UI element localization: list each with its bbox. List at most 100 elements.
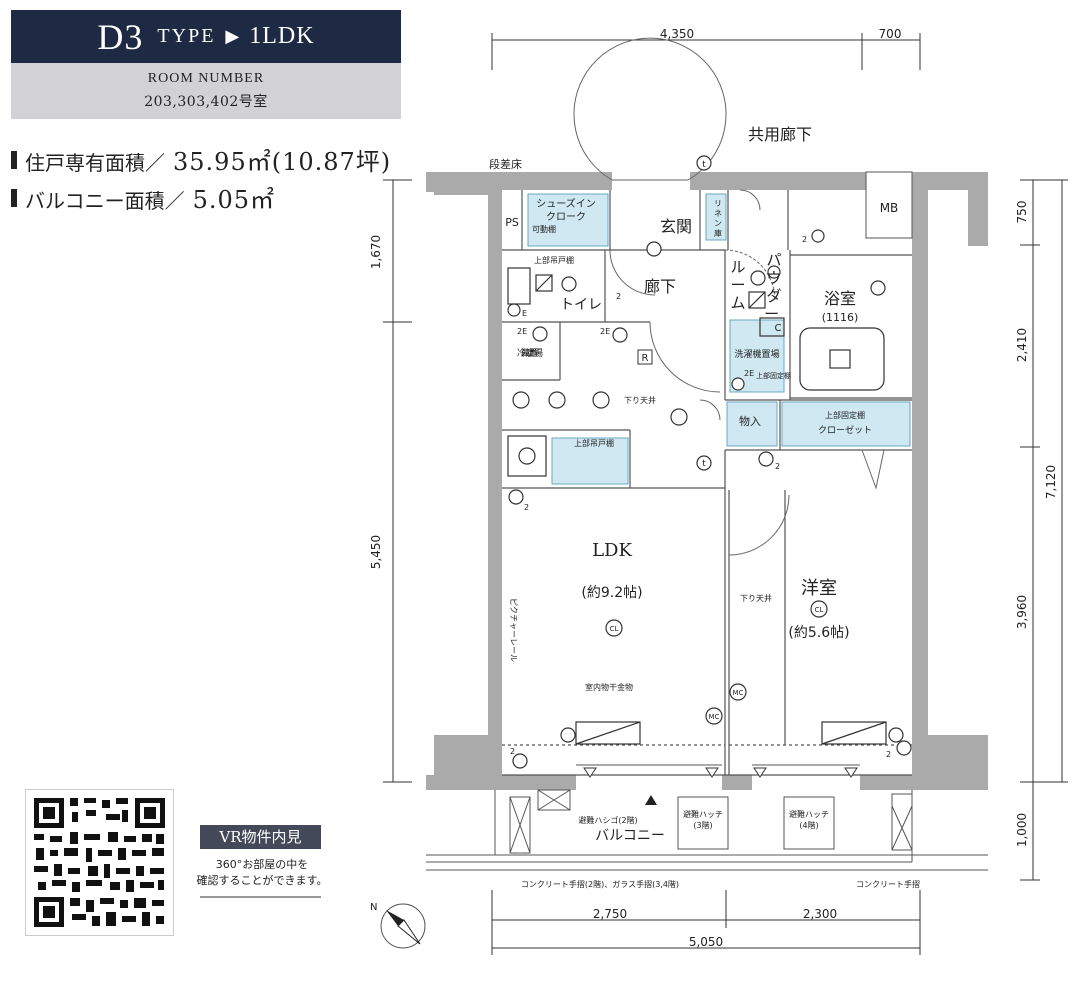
r-box bbox=[637, 349, 653, 365]
mc-symbol: MC bbox=[733, 689, 744, 697]
mb-box bbox=[865, 171, 913, 239]
label-entrance: 玄関 bbox=[660, 217, 692, 236]
north-label: N bbox=[370, 902, 377, 913]
storage-areas bbox=[527, 193, 911, 485]
label-escape-hatch-2: 避難ハッチ bbox=[789, 809, 829, 819]
label-storage: 物入 bbox=[739, 414, 761, 428]
vr-badge[interactable]: VR物件内見 bbox=[200, 825, 321, 849]
label-railing-right: コンクリート手摺 bbox=[856, 879, 920, 889]
north-arrow-icon bbox=[380, 903, 426, 949]
outlet-2: 2 bbox=[616, 292, 621, 301]
label-bath-size: (1116) bbox=[822, 311, 859, 324]
outlet-2: 2 bbox=[775, 462, 780, 471]
symbol-labels: CL CL MC MC t t bbox=[610, 160, 824, 721]
room-number-label: ROOM NUMBER bbox=[147, 71, 265, 86]
balcony-structure bbox=[426, 764, 988, 871]
mc-symbol: MC bbox=[709, 713, 720, 721]
label-upper-fixed: 上部固定棚 bbox=[756, 371, 791, 380]
type-header-bg bbox=[11, 10, 401, 63]
qr-code-image bbox=[34, 798, 165, 927]
c-symbol: C bbox=[775, 323, 782, 334]
label-upper-cabinet: 上部吊戸棚 bbox=[534, 255, 574, 265]
label-hallway: 廊下 bbox=[644, 277, 676, 296]
balcony-area-value: 5.05㎡ bbox=[192, 186, 276, 214]
dim-bottom-left: 2,750 bbox=[593, 907, 627, 921]
private-area-row: 住戸専有面積／ 35.95㎡(10.87坪) bbox=[11, 142, 391, 177]
balcony-area-label: バルコニー面積／ bbox=[25, 189, 185, 213]
outlet-numbers: 2E 2E 2 2 2 2 2 2 2E E bbox=[510, 235, 891, 759]
floor-plan: 4,350 700 2,750 2,300 5,050 1,670 5,450 … bbox=[369, 27, 1068, 955]
label-ldk-size: (約9.2帖) bbox=[581, 585, 642, 601]
qr-code[interactable] bbox=[25, 789, 174, 936]
dim-right-a: 750 bbox=[1015, 201, 1029, 224]
t-symbol: t bbox=[702, 160, 706, 170]
ladder-arrow-icon bbox=[645, 795, 657, 805]
r-symbol: R bbox=[642, 353, 649, 364]
mb-label: MB bbox=[880, 201, 899, 215]
vr-note-line1: 360°お部屋の中を bbox=[215, 858, 309, 871]
label-fridge: 冷蔵庫置場 bbox=[517, 347, 543, 359]
dim-bottom-right: 2,300 bbox=[803, 907, 837, 921]
dim-left-lower: 5,450 bbox=[369, 535, 383, 569]
outlet-2e: 2E bbox=[600, 327, 610, 336]
outlet-2: 2 bbox=[524, 503, 529, 512]
label-lowered-ceiling: 下り天井 bbox=[624, 395, 656, 405]
unit-type-title: D3 TYPE ▶ 1LDK bbox=[11, 10, 401, 63]
label-ldk: LDK bbox=[592, 540, 632, 561]
label-movable-shelf: 可動棚 bbox=[532, 224, 556, 234]
room-numbers: 203,303,402号室 bbox=[144, 94, 268, 110]
outlet-2e: 2E bbox=[517, 327, 527, 336]
private-area-value: 35.95㎡(10.87坪) bbox=[173, 148, 392, 176]
fixtures bbox=[507, 267, 887, 745]
label-escape-hatch-1-floor: (3階) bbox=[693, 820, 712, 830]
label-closet: クローゼット bbox=[818, 424, 872, 436]
label-balcony: バルコニー bbox=[595, 828, 665, 844]
bullet-bar bbox=[11, 188, 17, 207]
label-step-floor: 段差床 bbox=[489, 157, 522, 171]
outlet-2: 2 bbox=[886, 750, 891, 759]
outlet-symbols bbox=[507, 229, 912, 769]
label-lowered-ceiling-2: 下り天井 bbox=[740, 593, 772, 603]
label-corridor-shared: 共用廊下 bbox=[748, 125, 812, 144]
light-symbols bbox=[512, 155, 828, 725]
dimension-lines bbox=[383, 33, 1068, 955]
label-shoes-in-2: クローク bbox=[546, 211, 586, 223]
label-toilet: トイレ bbox=[560, 297, 602, 313]
dim-right-total: 7,120 bbox=[1044, 465, 1058, 499]
window-mark-icon bbox=[753, 767, 767, 778]
cl-symbol: CL bbox=[815, 606, 824, 614]
label-ps: PS bbox=[505, 216, 519, 229]
dim-right-d: 1,000 bbox=[1015, 813, 1029, 847]
label-upper-fixed-closet: 上部固定棚 bbox=[825, 410, 865, 420]
t-symbol: t bbox=[702, 459, 706, 469]
outlet-2: 2 bbox=[802, 235, 807, 244]
label-laundry: 洗濯機置場 bbox=[734, 348, 779, 360]
outlet-2e: 2E bbox=[744, 369, 754, 378]
label-western-room: 洋室 bbox=[801, 578, 837, 599]
outlet-e: E bbox=[522, 309, 527, 318]
vr-note-line2: 確認することができます。 bbox=[196, 874, 328, 887]
arrow-icon: ▶ bbox=[225, 26, 240, 46]
label-powder-room: パウダー ルーム bbox=[730, 251, 783, 323]
outer-walls bbox=[426, 172, 988, 790]
type-word: TYPE bbox=[157, 25, 216, 47]
private-area-label: 住戸専有面積／ bbox=[25, 151, 165, 175]
dim-left-upper: 1,670 bbox=[369, 235, 383, 269]
label-escape-hatch-2-floor: (4階) bbox=[799, 820, 818, 830]
plan-type: 1LDK bbox=[249, 23, 315, 49]
window-mark-icon bbox=[844, 767, 858, 778]
door-swings bbox=[573, 37, 885, 556]
bullet-bar bbox=[11, 150, 17, 169]
unit-code: D3 bbox=[97, 16, 144, 57]
label-kitchen-upper: 上部吊戸棚 bbox=[574, 438, 614, 448]
interior-walls bbox=[502, 190, 912, 776]
label-picture-rail: ピクチャーレール bbox=[509, 598, 518, 662]
divider bbox=[200, 896, 321, 898]
label-bath: 浴室 bbox=[824, 289, 856, 308]
dim-top-right: 700 bbox=[879, 27, 902, 41]
label-railing-left: コンクリート手摺(2階)、ガラス手摺(3,4階) bbox=[521, 879, 679, 889]
room-number-box: ROOM NUMBER 203,303,402号室 bbox=[11, 63, 401, 119]
label-escape-hatch-1: 避難ハッチ bbox=[683, 809, 723, 819]
dim-right-c: 3,960 bbox=[1015, 595, 1029, 629]
label-western-size: (約5.6帖) bbox=[788, 625, 849, 641]
